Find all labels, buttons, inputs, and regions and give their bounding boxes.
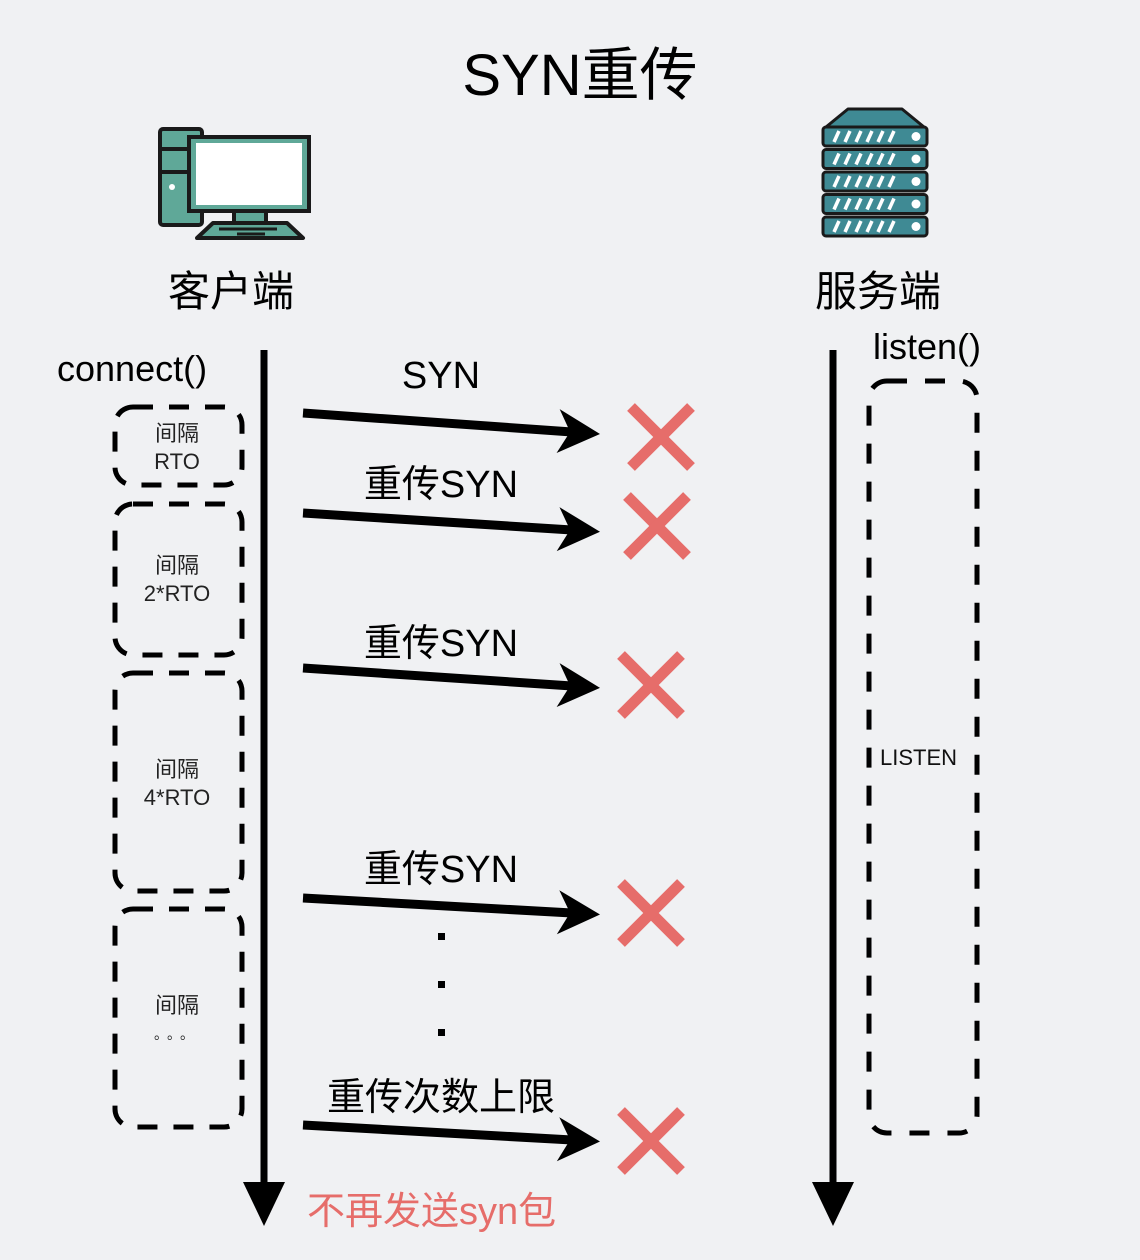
server-vent-stripe (876, 175, 885, 188)
server-vent-stripe (843, 175, 852, 188)
message-arrow-2 (302, 508, 573, 535)
server-vent-stripe (887, 152, 896, 166)
interval-title: 间隔 (154, 421, 199, 446)
server-vent-stripe (865, 220, 874, 233)
message-arrowhead-5 (556, 1117, 600, 1162)
server-vent-stripe (832, 152, 841, 166)
server-vent-stripe (876, 220, 885, 233)
interval-title: 间隔 (154, 757, 199, 782)
client-label: 客户端 (168, 268, 295, 315)
server-vent-stripe (854, 130, 863, 143)
message-arrow-5 (302, 1120, 573, 1145)
desktop-computer-icon (158, 127, 311, 240)
client-timeline-arrowhead (243, 1182, 285, 1226)
interval-label-3: 间隔 4*RTO (112, 756, 242, 812)
server-vent-stripe (854, 197, 863, 211)
server-vent-stripe (854, 152, 863, 166)
server-vent-stripe (887, 220, 896, 233)
server-vent-stripe (887, 130, 896, 143)
server-vent-stripe (843, 197, 852, 211)
diagram-title: SYN重传 (462, 43, 698, 108)
server-vent-stripe (865, 152, 874, 166)
server-label: 服务端 (815, 268, 942, 315)
server-rack-icon (821, 107, 929, 238)
interval-box-1 (112, 404, 245, 488)
message-arrowhead-1 (556, 409, 600, 453)
server-led (911, 154, 921, 164)
message-label-4: 重传SYN (363, 849, 519, 891)
server-vent-stripe (832, 130, 841, 143)
ellipsis-dot (438, 981, 445, 988)
lost-x-mark-icon (617, 1107, 685, 1175)
lost-x-mark-icon (617, 651, 685, 719)
message-label-1: SYN (401, 355, 481, 397)
interval-box-2 (112, 501, 245, 658)
server-vent-stripe (865, 175, 874, 188)
lost-x-mark-icon (623, 492, 691, 560)
interval-value: 4*RTO (143, 785, 211, 810)
server-led (911, 132, 921, 141)
message-arrowhead-3 (556, 663, 600, 708)
server-vent-stripe (865, 130, 874, 143)
server-vent-stripe (843, 152, 852, 166)
server-vent-stripe (876, 152, 885, 166)
server-led (911, 222, 921, 231)
server-vent-stripe (843, 130, 852, 143)
server-timeline-arrowhead (812, 1182, 854, 1226)
server-vent-stripe (887, 197, 896, 211)
server-vent-stripe (854, 175, 863, 188)
server-vent-stripe (887, 175, 896, 188)
interval-label-4: 间隔 。。。 (112, 992, 242, 1048)
server-vent-stripe (876, 130, 885, 143)
message-arrowhead-2 (556, 507, 600, 552)
message-arrowhead-4 (556, 890, 600, 935)
interval-value: RTO (154, 449, 200, 474)
server-led (911, 177, 921, 186)
lost-x-mark-icon (627, 403, 695, 471)
server-vent-stripe (843, 220, 852, 233)
connect-call-label: connect() (57, 348, 208, 389)
listen-call-label: listen() (873, 326, 982, 367)
interval-box-4 (112, 906, 245, 1130)
message-label-2: 重传SYN (363, 464, 519, 506)
interval-title: 间隔 (154, 553, 199, 578)
interval-label-1: 间隔 RTO (112, 420, 242, 476)
ellipsis-dot (438, 933, 445, 940)
server-vent-stripe (876, 197, 885, 211)
message-arrow-3 (302, 663, 573, 691)
server-led (911, 199, 921, 209)
interval-label-2: 间隔 2*RTO (112, 552, 242, 608)
server-vent-stripe (832, 175, 841, 188)
server-vent-stripe (865, 197, 874, 211)
listen-state-box (866, 378, 980, 1136)
server-vent-stripe (854, 220, 863, 233)
interval-title: 间隔 (154, 993, 199, 1018)
interval-value: 2*RTO (143, 581, 211, 606)
server-vent-stripe (832, 197, 841, 211)
message-arrow-1 (302, 408, 573, 437)
ellipsis-dot (438, 1029, 445, 1036)
listen-state-label: LISTEN (880, 745, 958, 770)
lost-x-mark-icon (617, 879, 685, 947)
message-arrow-4 (302, 893, 573, 918)
message-label-3: 重传SYN (363, 623, 519, 665)
interval-box-3 (112, 670, 245, 894)
final-note: 不再发送syn包 (307, 1191, 557, 1233)
server-vent-stripe (832, 220, 841, 233)
interval-value: 。。。 (154, 1026, 200, 1042)
message-label-5: 重传次数上限 (326, 1077, 555, 1119)
